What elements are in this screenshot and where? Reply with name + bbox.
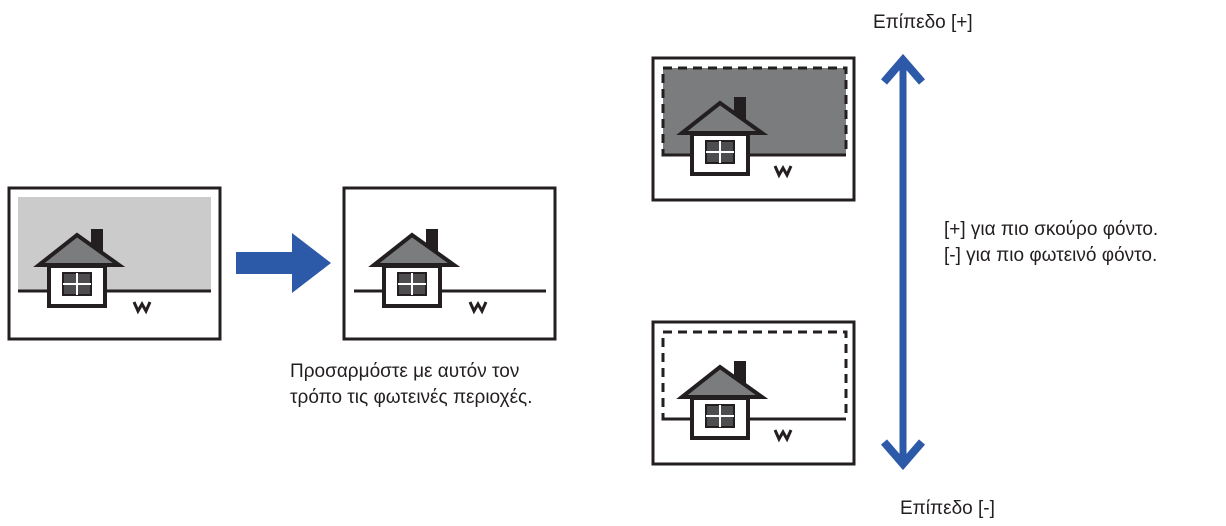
level-note: [+] για πιο σκούρο φόντο. [-] για πιο φω…	[944, 217, 1158, 269]
caption: Προσαρμόστε με αυτόν τον τρόπο τις φωτει…	[290, 359, 533, 411]
level-minus-label: Επίπεδο [-]	[900, 496, 995, 522]
right-arrow-icon	[236, 233, 331, 293]
note-line-1: [+] για πιο σκούρο φόντο.	[944, 217, 1158, 243]
level-plus-label: Επίπεδο [+]	[873, 10, 973, 36]
double-arrow-icon	[884, 60, 922, 464]
level-minus-document	[653, 322, 854, 464]
original-document	[9, 188, 220, 339]
caption-line-2: τρόπο τις φωτεινές περιοχές.	[290, 385, 533, 411]
result-document	[344, 188, 555, 339]
caption-line-1: Προσαρμόστε με αυτόν τον	[290, 359, 533, 385]
note-line-2: [-] για πιο φωτεινό φόντο.	[944, 243, 1158, 269]
level-plus-document	[653, 58, 854, 200]
